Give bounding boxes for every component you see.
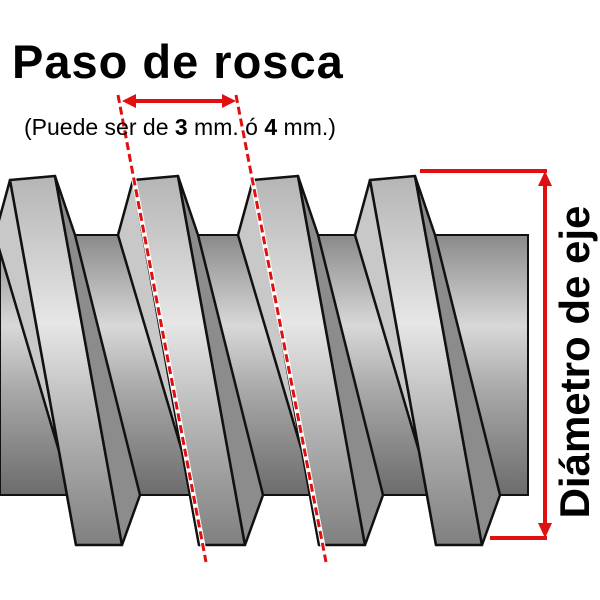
subtitle-prefix: (Puede ser de [24,114,175,140]
pitch-guide-line-right [234,94,328,563]
thread-group [0,174,502,547]
pitch-guide-line-left [116,94,208,563]
thread-flank-right [53,174,142,547]
thread-flank-right [176,174,265,547]
pitch-value-4: 4 [264,114,278,140]
thread-flank-right [413,174,502,547]
thread-flank-right [296,174,385,547]
diameter-label: Diámetro de eje [551,205,598,519]
pitch-value-3: 3 [174,114,188,140]
subtitle-middle: mm. ó [187,114,265,140]
pitch-arrow [122,94,236,108]
diameter-arrow [420,169,552,540]
subtitle-suffix: mm.) [277,114,336,140]
pitch-title: Paso de rosca [12,35,344,88]
pitch-subtitle: (Puede ser de 3 mm. ó 4 mm.) [24,116,336,139]
